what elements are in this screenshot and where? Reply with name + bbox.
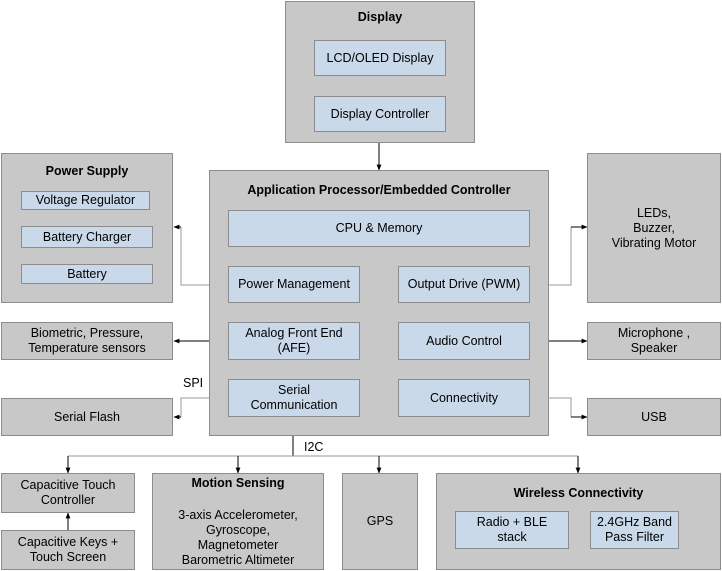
capacitive-keys-touch-screen: Capacitive Keys + Touch Screen: [1, 530, 135, 570]
serial-flash: Serial Flash: [1, 398, 173, 436]
biometric-sensors: Biometric, Pressure, Temperature sensors: [1, 322, 173, 360]
cpu-memory: CPU & Memory: [228, 210, 530, 247]
radio-ble-stack: Radio + BLE stack: [455, 511, 569, 549]
microphone-speaker: Microphone , Speaker: [587, 322, 721, 360]
battery-charger: Battery Charger: [21, 226, 153, 248]
motion-sensing-title: Motion Sensing: [191, 476, 285, 490]
gps: GPS: [342, 473, 418, 570]
usb: USB: [587, 398, 721, 436]
display-title: Display: [357, 10, 403, 24]
capacitive-touch-controller: Capacitive Touch Controller: [1, 473, 135, 513]
serial-communication: Serial Communication: [228, 379, 360, 417]
power-management: Power Management: [228, 266, 360, 303]
application-processor-title: Application Processor/Embedded Controlle…: [247, 183, 511, 197]
connectivity: Connectivity: [398, 379, 530, 417]
output-drive-pwm: Output Drive (PWM): [398, 266, 530, 303]
analog-front-end: Analog Front End (AFE): [228, 322, 360, 360]
display-controller: Display Controller: [314, 96, 446, 132]
voltage-regulator: Voltage Regulator: [21, 191, 150, 210]
motion-sensing-group: Motion Sensing 3-axis Accelerometer, Gyr…: [152, 473, 324, 570]
power-supply-title: Power Supply: [45, 164, 129, 178]
spi-label: SPI: [183, 376, 204, 390]
motion-sensing-list: 3-axis Accelerometer, Gyroscope, Magneto…: [178, 508, 298, 567]
i2c-label: I2C: [304, 440, 324, 454]
audio-control: Audio Control: [398, 322, 530, 360]
lcd-oled-display: LCD/OLED Display: [314, 40, 446, 76]
leds-buzzer-motor: LEDs, Buzzer, Vibrating Motor: [587, 153, 721, 303]
battery: Battery: [21, 264, 153, 284]
band-pass-filter: 2.4GHz Band Pass Filter: [590, 511, 679, 549]
wireless-connectivity-title: Wireless Connectivity: [513, 486, 644, 500]
